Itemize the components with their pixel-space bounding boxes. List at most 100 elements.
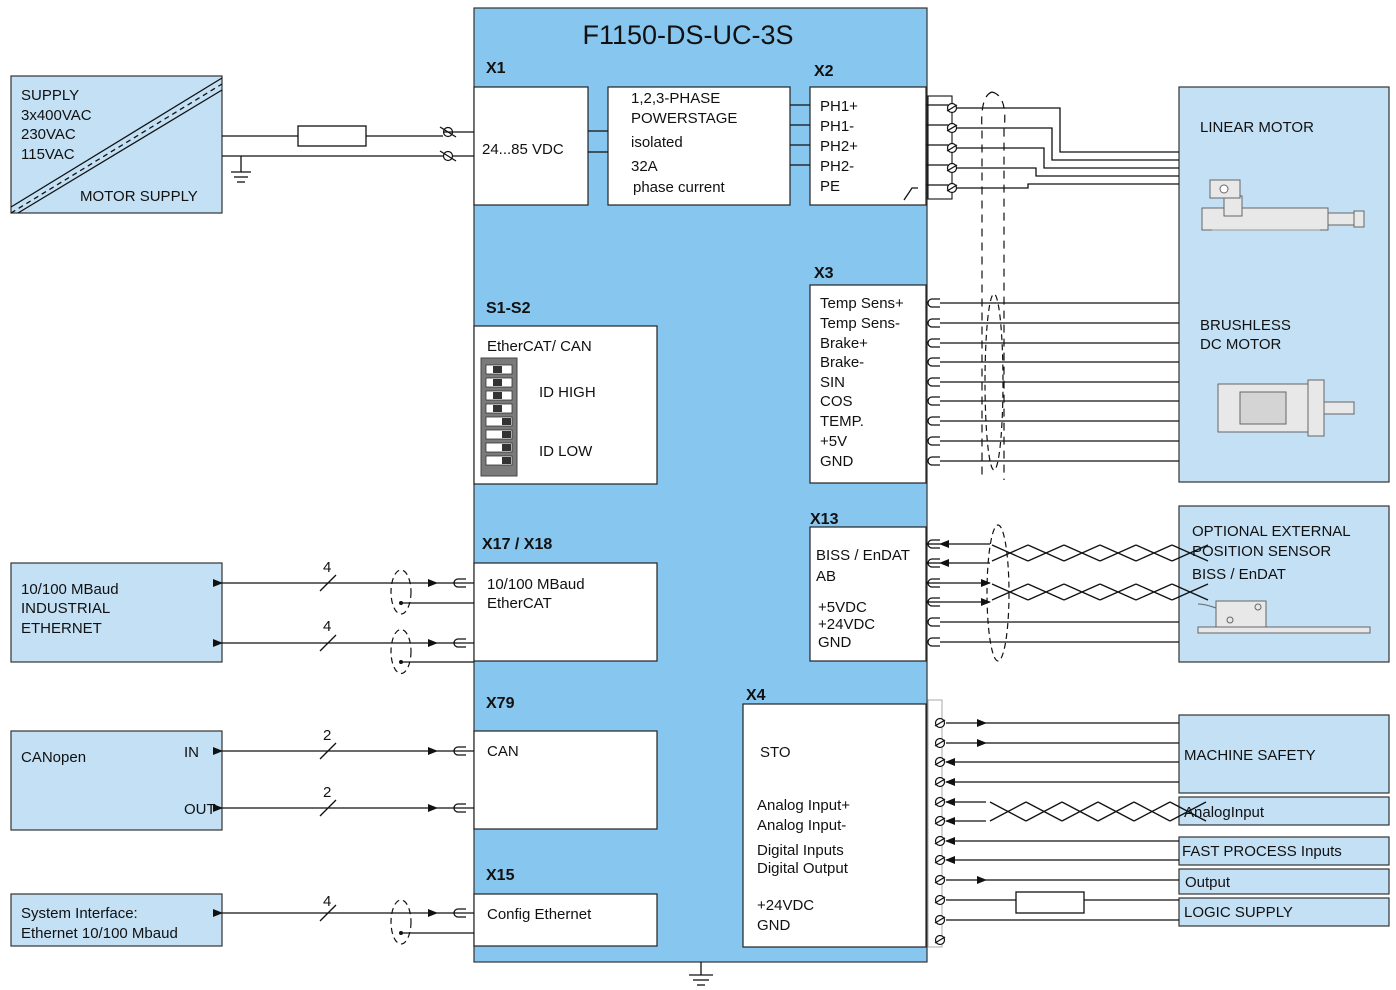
screw-terminal-slash (946, 104, 958, 112)
x1-voltage: 24...85 VDC (482, 141, 564, 158)
screw-terminal-slash (934, 936, 946, 944)
powerstage-box (607, 86, 791, 206)
x15-config: Config Ethernet (487, 906, 592, 923)
socket-symbol (927, 377, 940, 387)
dip-switch-lever (493, 366, 502, 373)
supply-line: 230VAC (21, 126, 76, 143)
logic-supply-box (1178, 897, 1390, 927)
dip-switch-lever (502, 457, 511, 464)
dip-switch-lever (493, 379, 502, 386)
screw-terminal-slash (934, 916, 946, 924)
socket-symbol (927, 597, 940, 607)
powerstage-x2-links (790, 104, 810, 166)
dip-switch-slot (485, 455, 513, 466)
system-interface-line: Ethernet 10/100 Mbaud (21, 925, 178, 942)
device-title: F1150-DS-UC-3S (582, 20, 793, 50)
x3-pins: Temp Sens+ Temp Sens- Brake+ Brake- SIN … (820, 295, 904, 470)
x4-pin: GND (757, 917, 791, 934)
supply-diagonal-icon (10, 77, 223, 214)
screw-terminal-slash (946, 124, 958, 132)
screw-terminal-slash (934, 817, 946, 825)
x4-pin: +24VDC (757, 897, 814, 914)
x2-pin: PH1- (820, 118, 854, 135)
x2-pins: PH1+ PH1- PH2+ PH2- PE (820, 98, 858, 195)
sensor-shield (984, 293, 1004, 471)
machine-safety-box (1178, 714, 1390, 794)
socket-symbol (927, 617, 940, 627)
bus-width-eth1: 4 (323, 559, 331, 576)
motor-shield (991, 91, 1006, 480)
system-interface-box (10, 893, 223, 947)
supply-wires (222, 125, 474, 183)
x3-label: X3 (814, 265, 834, 282)
canopen-in: IN (184, 744, 199, 761)
x13-box (809, 526, 927, 662)
x3-pin: TEMP. (820, 413, 864, 430)
motor-wire (957, 167, 1179, 177)
x1718-line1: 10/100 MBaud (487, 576, 585, 593)
shield-dot (399, 931, 403, 935)
ethernet-line: 10/100 MBaud (21, 581, 119, 598)
socket-symbol (927, 416, 940, 426)
screw-terminal-slash (934, 719, 946, 727)
x13-pins: BISS / EnDAT AB +5VDC +24VDC GND (816, 547, 910, 651)
x13-pin: +5VDC (818, 599, 867, 616)
socket-symbol (927, 578, 940, 588)
ext-sensor-line: POSITION SENSOR (1192, 543, 1331, 560)
left-shields (390, 569, 466, 945)
shield-dot (399, 601, 403, 605)
x3-pin: +5V (820, 433, 847, 450)
x4-pin: Analog Input- (757, 817, 846, 834)
powerstage-line: phase current (633, 179, 726, 196)
canopen-box (10, 730, 223, 831)
socket-symbol (453, 908, 466, 918)
fast-process-box (1178, 836, 1390, 866)
canopen-out: OUT (184, 801, 216, 818)
screw-terminal-slash (934, 837, 946, 845)
linear-motor-label: LINEAR MOTOR (1200, 119, 1314, 136)
x4-pins: STO Analog Input+ Analog Input- Digital … (757, 744, 850, 934)
fast-process-label: FAST PROCESS Inputs (1182, 843, 1342, 860)
logic-supply-label: LOGIC SUPPLY (1184, 904, 1293, 921)
screw-terminal-slash (946, 144, 958, 152)
position-sensor-icon (1197, 600, 1371, 634)
x4-pin: STO (760, 744, 791, 761)
x3-pin: Brake- (820, 354, 864, 371)
dip-switch-icon (480, 357, 518, 477)
left-bus-wires (213, 574, 474, 934)
bus-width-eth2: 4 (323, 618, 331, 635)
x15-label: X15 (486, 867, 515, 884)
powerstage-line: POWERSTAGE (631, 110, 737, 127)
dip-switch-slot (485, 429, 513, 440)
x13-label: X13 (810, 511, 839, 528)
dip-switch-lever (493, 392, 502, 399)
bus-width-sys: 4 (323, 893, 331, 910)
screw-terminal-slash (946, 184, 958, 192)
powerstage-text: 1,2,3-PHASE POWERSTAGE isolated 32A phas… (631, 90, 737, 196)
x4-pin: Analog Input+ (757, 797, 850, 814)
x3-pin: SIN (820, 374, 845, 391)
device-ground-symbol (689, 962, 713, 986)
x1-powerstage-links (588, 130, 608, 153)
dip-switch-lever (502, 418, 511, 425)
socket-symbol (453, 638, 466, 648)
powerstage-line: isolated (631, 134, 683, 151)
screw-terminal-slash (934, 778, 946, 786)
x13-pin: BISS / EnDAT (816, 547, 910, 564)
socket-symbol (927, 456, 940, 466)
x1718-box (473, 562, 658, 662)
s1s2-title: EtherCAT/ CAN (487, 338, 592, 355)
socket-symbol (927, 396, 940, 406)
twisted-pair (989, 801, 1207, 822)
ethernet-box (10, 562, 223, 663)
x2-pin: PH2- (820, 158, 854, 175)
ext-sensor-line: BISS / EnDAT (1192, 566, 1286, 583)
x2-box (809, 86, 927, 206)
twisted-pair (991, 583, 1209, 601)
x2-pin: PH2+ (820, 138, 858, 155)
x4-label: X4 (746, 687, 766, 704)
socket-symbol (927, 539, 940, 549)
s1s2-label: S1-S2 (486, 300, 531, 317)
id-high-label: ID HIGH (539, 384, 596, 401)
x13-pin: +24VDC (818, 616, 875, 633)
